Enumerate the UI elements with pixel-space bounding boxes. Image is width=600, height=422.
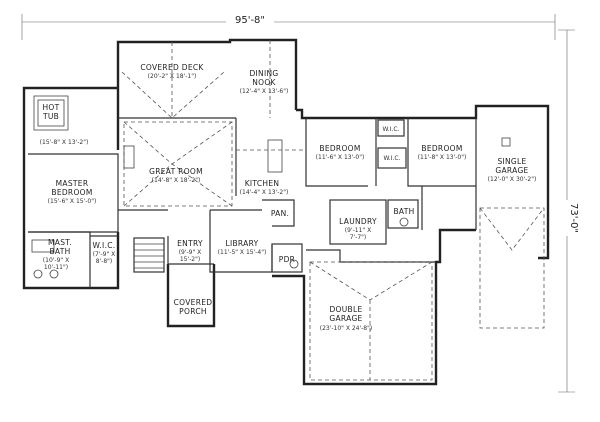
bedroom-2-dims: (11'-8" X 13'-0") <box>418 154 467 161</box>
fixtures <box>31 95 511 279</box>
kitchen-dims: (14'-4" X 13'-2") <box>240 189 289 196</box>
mast-bath-dims-2: 10'-11") <box>44 264 68 271</box>
master-bedroom-dims: (15'-6" X 15'-0") <box>48 198 97 205</box>
master-bedroom-label-2: BEDROOM <box>51 188 92 197</box>
pdr-label: PDR <box>279 255 295 264</box>
room-labels: COVERED DECK (20'-2" X 18'-1") DINING NO… <box>40 63 537 332</box>
dining-nook-dims: (12'-4" X 13'-6") <box>240 88 289 95</box>
single-garage-label-1: SINGLE <box>497 157 526 166</box>
entry-dims-1: (9'-9" X <box>179 249 202 256</box>
laundry-dims-2: 7'-7") <box>350 234 367 241</box>
exterior-walls <box>22 38 550 386</box>
vent-icon <box>501 137 511 147</box>
wic-upper-label: W.I.C. <box>383 126 400 133</box>
interior-walls <box>28 117 477 288</box>
top-dimension: 95'-8" <box>21 12 556 40</box>
covered-porch-label-1: COVERED <box>174 298 213 307</box>
hot-tub-label-1: HOT <box>42 103 59 112</box>
master-wic-dims-1: (7'-9" X <box>93 251 116 258</box>
dining-nook-label-1: DINING <box>249 69 278 78</box>
wic-lower-label: W.I.C. <box>384 155 401 162</box>
kitchen-label: KITCHEN <box>245 179 280 188</box>
bath-label: BATH <box>393 207 414 216</box>
hot-tub-dims: (15'-8" X 13'-2") <box>40 139 89 146</box>
pantry-label: PAN. <box>271 209 289 218</box>
right-dimension: 73'-0" <box>558 29 579 393</box>
toilet-icon <box>289 259 299 269</box>
library-label: LIBRARY <box>226 239 259 248</box>
fireplace-icon <box>123 145 135 169</box>
master-wic-dims-2: 8'-8") <box>96 258 113 265</box>
laundry-dims-1: (9'-11" X <box>345 227 371 234</box>
dining-nook-label-2: NOOK <box>252 78 276 87</box>
double-garage-dims: (23'-10" X 24'-8") <box>320 325 372 332</box>
mast-bath-label-1: MAST. <box>48 238 72 247</box>
library-dims: (11'-5" X 15'-4") <box>218 249 267 256</box>
master-bedroom-label-1: MASTER <box>56 179 89 188</box>
great-room-label: GREAT ROOM <box>149 167 203 176</box>
toilet-icon <box>399 217 409 227</box>
great-room-dims: (14'-8" X 18'-2") <box>152 177 201 184</box>
entry-dims-2: 15'-2") <box>180 256 200 263</box>
double-garage-label-1: DOUBLE <box>329 305 362 314</box>
laundry-label: LAUNDRY <box>339 217 377 226</box>
bedroom-1-label: BEDROOM <box>319 144 360 153</box>
mast-bath-label-2: BATH <box>49 247 70 256</box>
overall-width-label: 95'-8" <box>235 15 265 26</box>
bedroom-1-dims: (11'-6" X 13'-0") <box>316 154 365 161</box>
hot-tub-icon <box>33 95 69 131</box>
bedroom-2-label: BEDROOM <box>421 144 462 153</box>
ceiling-lines <box>121 40 545 381</box>
hot-tub-label-2: TUB <box>42 112 59 121</box>
covered-porch-label-2: PORCH <box>179 307 207 316</box>
covered-deck-dims: (20'-2" X 18'-1") <box>148 73 197 80</box>
single-garage-label-2: GARAGE <box>495 166 528 175</box>
sink-icon <box>33 269 43 279</box>
master-wic-label: W.I.C. <box>93 241 116 250</box>
covered-deck-label: COVERED DECK <box>140 63 204 72</box>
double-garage-label-2: GARAGE <box>329 314 362 323</box>
entry-label: ENTRY <box>177 239 203 248</box>
overall-depth-label: 73'-0" <box>568 203 579 233</box>
single-garage-dims: (12'-0" X 30'-2") <box>488 176 537 183</box>
mast-bath-dims-1: (10'-9" X <box>43 257 69 264</box>
sink-icon <box>49 269 59 279</box>
bathtub-icon <box>31 239 55 253</box>
